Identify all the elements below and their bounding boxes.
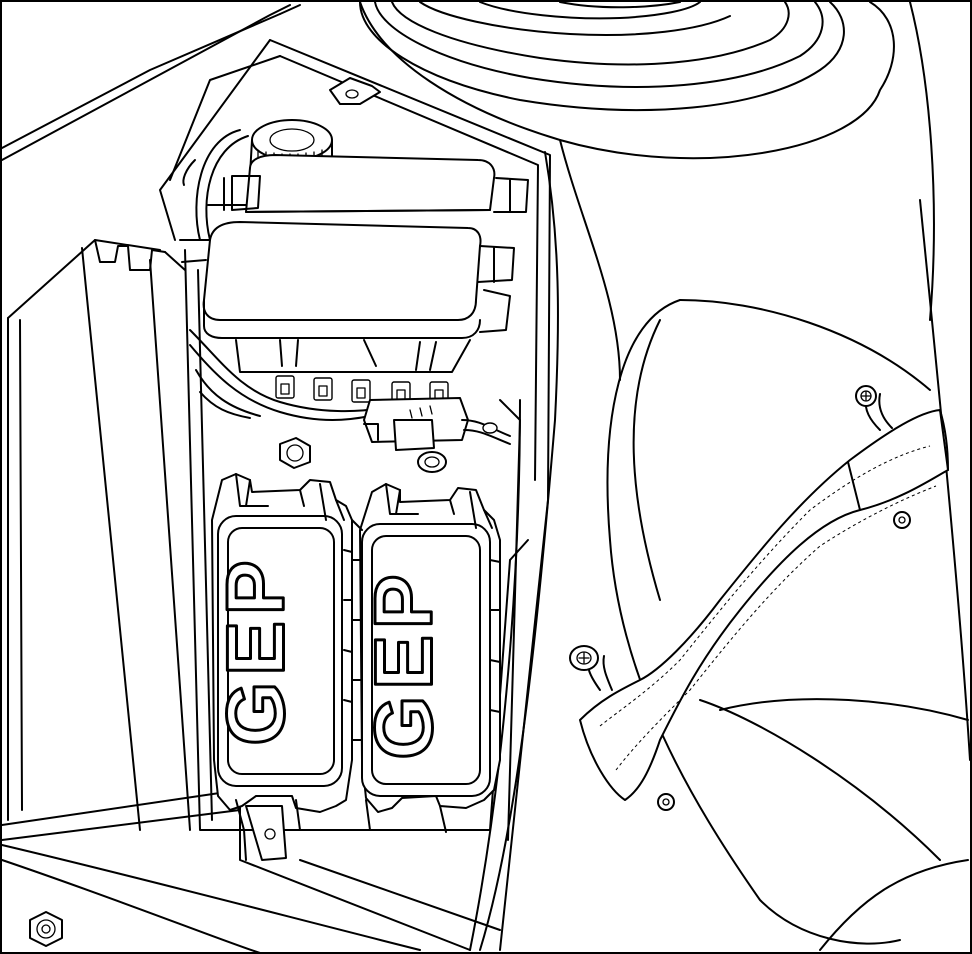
wire-harness-upper — [182, 129, 249, 241]
strap-screw-left — [569, 645, 599, 671]
hex-nut-center — [279, 437, 311, 469]
strap-rivet-right — [893, 511, 911, 529]
fuse-box-right: GEP — [357, 483, 501, 813]
lower-bracket-clip — [235, 799, 301, 861]
junction-box-rear — [207, 154, 529, 213]
strap-rivet-bottom — [657, 793, 675, 811]
strap-screw-top — [855, 385, 877, 407]
wire-harness-left — [189, 329, 381, 421]
gep-logo-left: GEP — [211, 554, 302, 745]
junction-box-front — [179, 221, 515, 373]
fuse-box-left: GEP — [209, 473, 353, 813]
fuse-box-divider — [351, 519, 447, 833]
upper-mounting-tab — [329, 77, 381, 105]
gep-logo-right: GEP — [359, 568, 450, 759]
retaining-strap — [579, 393, 949, 801]
wiring-connector-plug — [363, 397, 511, 473]
hex-bolt-bottom-left — [29, 911, 63, 947]
